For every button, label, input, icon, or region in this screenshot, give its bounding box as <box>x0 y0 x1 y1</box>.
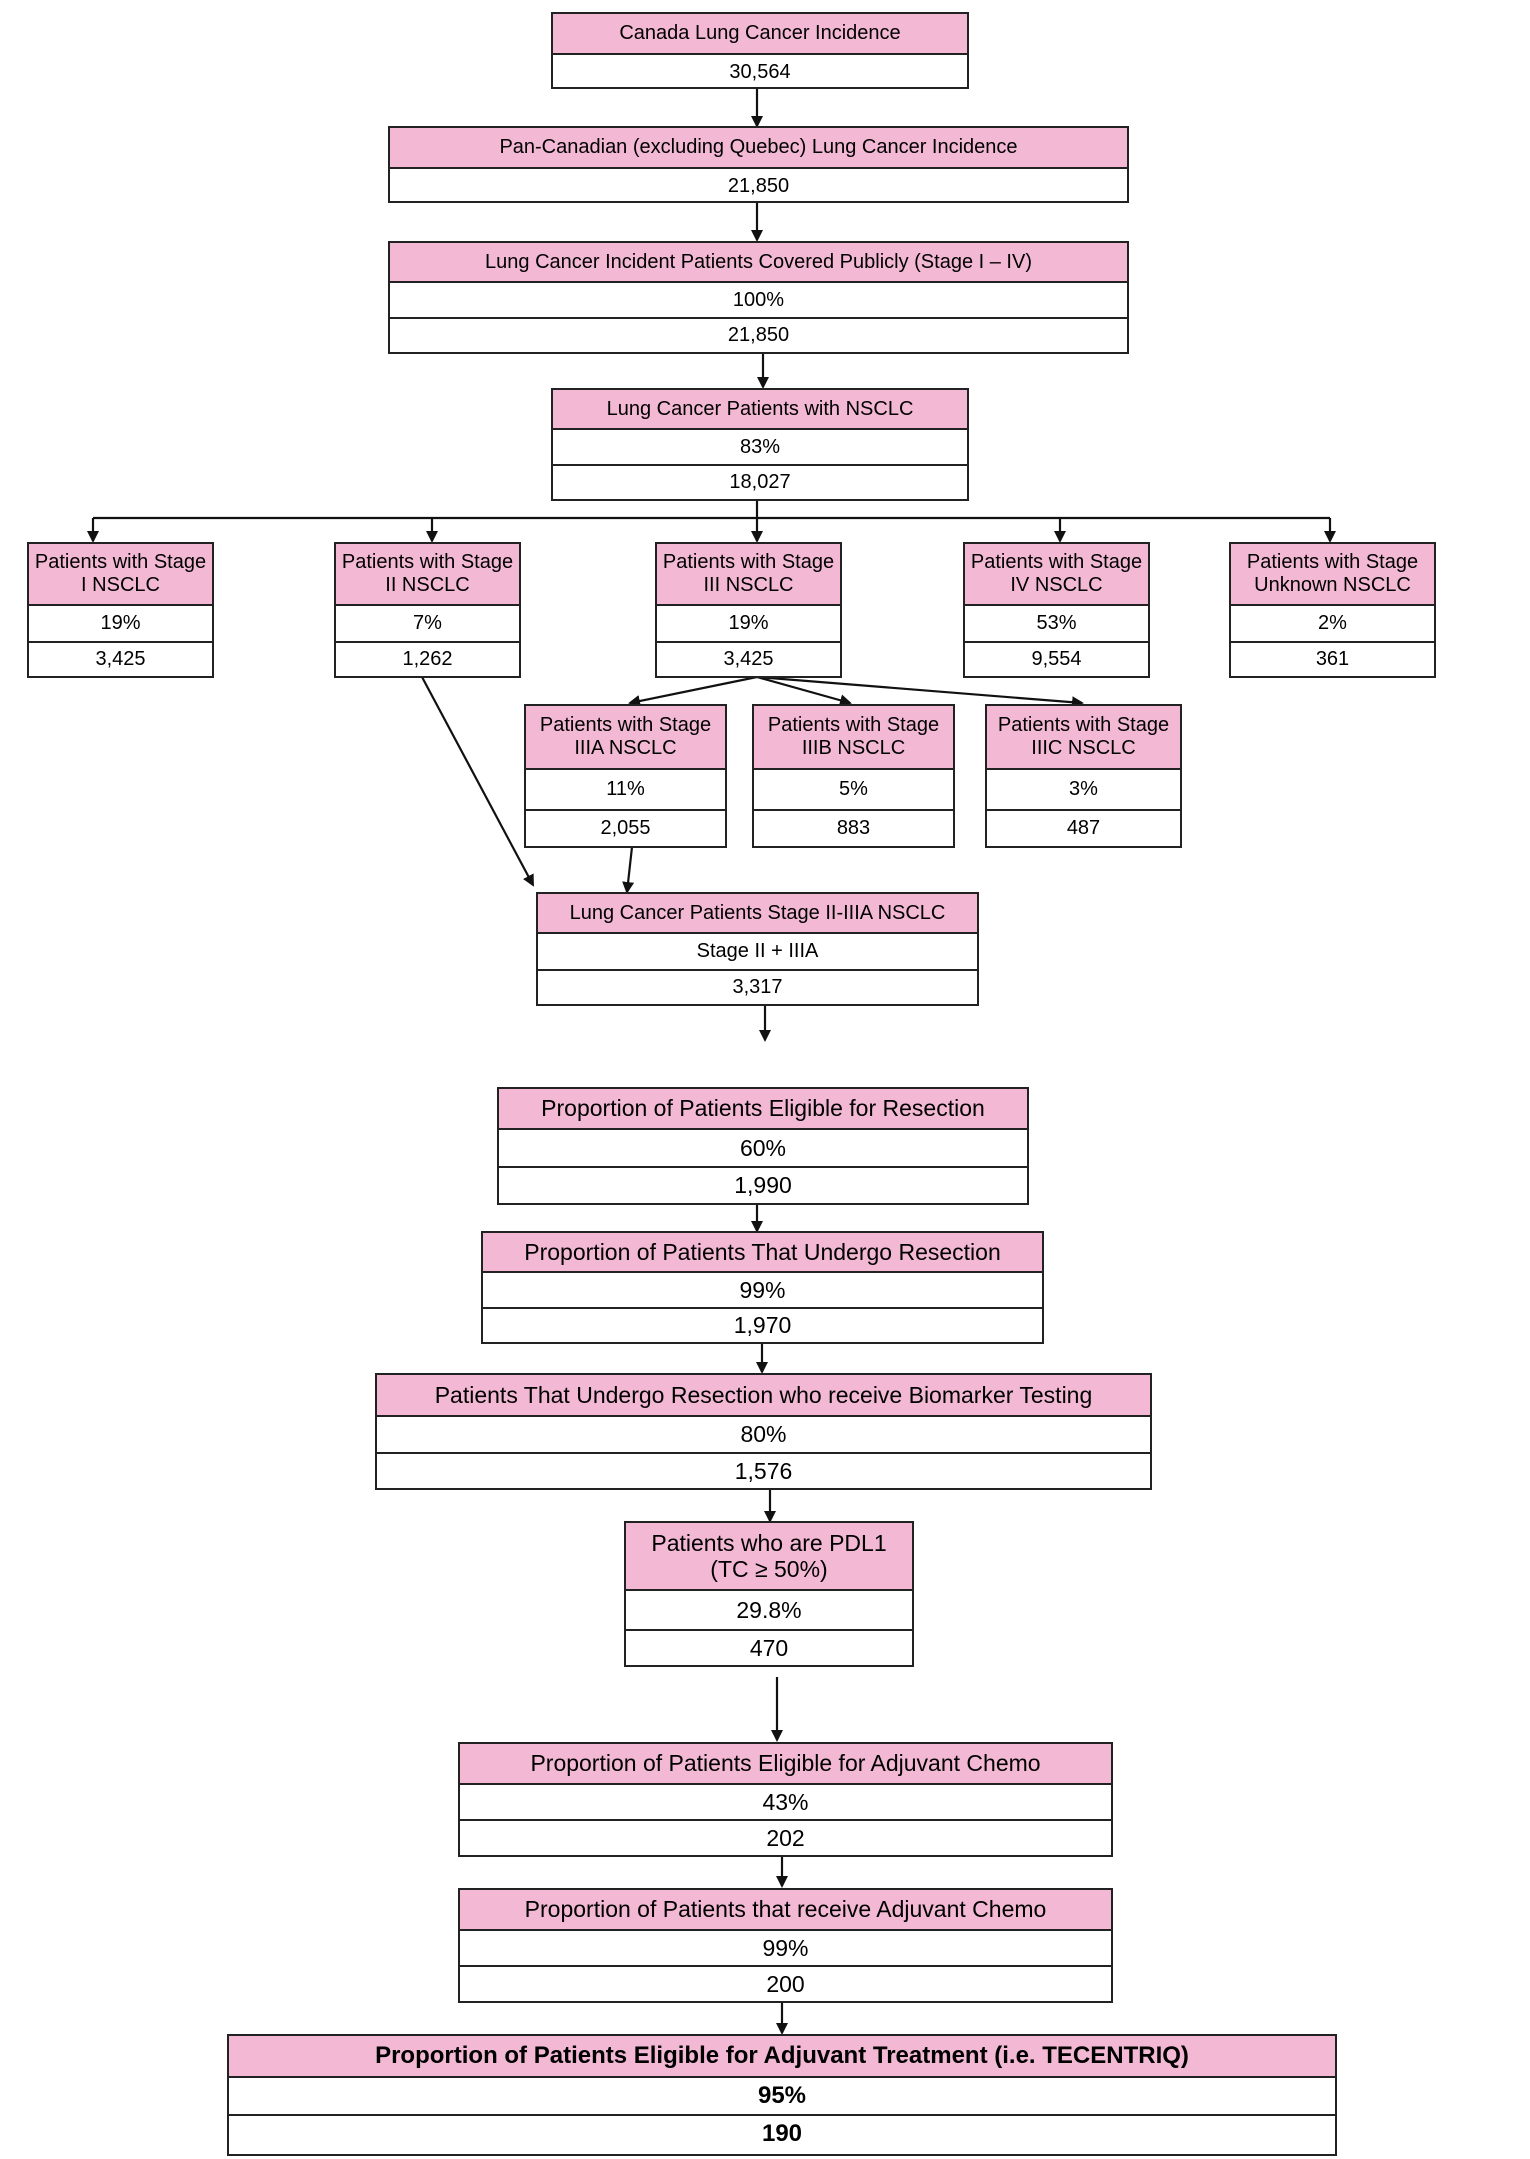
box-title: Pan-Canadian (excluding Quebec) Lung Can… <box>390 128 1127 167</box>
box-percent: 3% <box>987 768 1180 809</box>
box-count: 883 <box>754 809 953 846</box>
biomarker-testing-box: Patients That Undergo Resection who rece… <box>375 1373 1152 1490</box>
box-count: 3,425 <box>29 641 212 676</box>
box-count: 21,850 <box>390 167 1127 203</box>
arrow-stage3-to-3c <box>756 675 1084 709</box>
box-title: Proportion of Patients That Undergo Rese… <box>483 1233 1042 1271</box>
box-percent: 80% <box>377 1415 1150 1452</box>
box-percent: 99% <box>483 1271 1042 1307</box>
box-title: Patients with Stage II NSCLC <box>336 544 519 604</box>
box-count: 3,425 <box>657 641 840 676</box>
box-title: Proportion of Patients that receive Adju… <box>460 1890 1111 1929</box>
box-count: 9,554 <box>965 641 1148 676</box>
box-percent: 60% <box>499 1128 1027 1166</box>
box-percent: 11% <box>526 768 725 809</box>
box-percent: 100% <box>390 281 1127 317</box>
box-title: Patients with Stage I NSCLC <box>29 544 212 604</box>
chemo-eligible-box: Proportion of Patients Eligible for Adju… <box>458 1742 1113 1857</box>
box-count: 200 <box>460 1965 1111 2001</box>
box-count: 3,317 <box>538 969 977 1004</box>
box-title: Patients with Stage Unknown NSCLC <box>1231 544 1434 604</box>
box-percent: 95% <box>229 2076 1335 2114</box>
box-title: Lung Cancer Incident Patients Covered Pu… <box>390 243 1127 281</box>
nsclc-box: Lung Cancer Patients with NSCLC 83% 18,0… <box>551 388 969 501</box>
box-count: 21,850 <box>390 317 1127 352</box>
box-title: Proportion of Patients Eligible for Adju… <box>460 1744 1111 1783</box>
box-percent: 19% <box>657 604 840 641</box>
box-subtitle: Stage II + IIIA <box>538 932 977 969</box>
stage-unknown-box: Patients with Stage Unknown NSCLC 2% 361 <box>1229 542 1436 678</box>
box-percent: 19% <box>29 604 212 641</box>
publicly-covered-box: Lung Cancer Incident Patients Covered Pu… <box>388 241 1129 354</box>
pdl1-box: Patients who are PDL1 (TC ≥ 50%) 29.8% 4… <box>624 1521 914 1667</box>
stage-2-3a-combined-box: Lung Cancer Patients Stage II-IIIA NSCLC… <box>536 892 979 1006</box>
box-percent: 29.8% <box>626 1589 912 1629</box>
stage-2-box: Patients with Stage II NSCLC 7% 1,262 <box>334 542 521 678</box>
box-title: Patients with Stage IIIB NSCLC <box>754 706 953 768</box>
box-percent: 43% <box>460 1783 1111 1819</box>
box-title: Patients That Undergo Resection who rece… <box>377 1375 1150 1415</box>
stage-3c-box: Patients with Stage IIIC NSCLC 3% 487 <box>985 704 1182 848</box>
box-count: 361 <box>1231 641 1434 676</box>
box-count: 1,970 <box>483 1307 1042 1342</box>
box-title: Patients with Stage IIIC NSCLC <box>987 706 1180 768</box>
box-title: Proportion of Patients Eligible for Rese… <box>499 1089 1027 1128</box>
arrow-stage3-to-3a <box>628 675 758 707</box>
box-count: 18,027 <box>553 464 967 499</box>
stage-1-box: Patients with Stage I NSCLC 19% 3,425 <box>27 542 214 678</box>
box-count: 30,564 <box>553 53 967 89</box>
box-title: Patients with Stage III NSCLC <box>657 544 840 604</box>
box-percent: 99% <box>460 1929 1111 1965</box>
arrow-stage3-to-3b <box>756 675 852 707</box>
adjuvant-treatment-eligible-box: Proportion of Patients Eligible for Adju… <box>227 2034 1337 2156</box>
stage-4-box: Patients with Stage IV NSCLC 53% 9,554 <box>963 542 1150 678</box>
box-percent: 5% <box>754 768 953 809</box>
box-count: 2,055 <box>526 809 725 846</box>
box-count: 190 <box>229 2114 1335 2152</box>
arrow-3a-to-combined <box>622 846 635 894</box>
box-title: Lung Cancer Patients Stage II-IIIA NSCLC <box>538 894 977 932</box>
box-count: 1,990 <box>499 1166 1027 1203</box>
box-count: 487 <box>987 809 1180 846</box>
resection-undergo-box: Proportion of Patients That Undergo Rese… <box>481 1231 1044 1344</box>
box-title: Proportion of Patients Eligible for Adju… <box>229 2036 1335 2076</box>
box-percent: 53% <box>965 604 1148 641</box>
resection-eligible-box: Proportion of Patients Eligible for Rese… <box>497 1087 1029 1205</box>
box-title: Patients with Stage IV NSCLC <box>965 544 1148 604</box>
box-title: Lung Cancer Patients with NSCLC <box>553 390 967 428</box>
box-title: Patients who are PDL1 (TC ≥ 50%) <box>626 1523 912 1589</box>
box-title: Canada Lung Cancer Incidence <box>553 14 967 53</box>
stage-3b-box: Patients with Stage IIIB NSCLC 5% 883 <box>752 704 955 848</box>
arrow-stage2-to-combined <box>421 676 534 887</box>
box-percent: 83% <box>553 428 967 464</box>
box-title: Patients with Stage IIIA NSCLC <box>526 706 725 768</box>
canada-incidence-box: Canada Lung Cancer Incidence 30,564 <box>551 12 969 89</box>
box-count: 1,262 <box>336 641 519 676</box>
box-percent: 7% <box>336 604 519 641</box>
stage-3a-box: Patients with Stage IIIA NSCLC 11% 2,055 <box>524 704 727 848</box>
box-count: 202 <box>460 1819 1111 1855</box>
stage-3-box: Patients with Stage III NSCLC 19% 3,425 <box>655 542 842 678</box>
pan-canadian-incidence-box: Pan-Canadian (excluding Quebec) Lung Can… <box>388 126 1129 203</box>
box-count: 470 <box>626 1629 912 1665</box>
box-count: 1,576 <box>377 1452 1150 1488</box>
chemo-received-box: Proportion of Patients that receive Adju… <box>458 1888 1113 2003</box>
box-percent: 2% <box>1231 604 1434 641</box>
